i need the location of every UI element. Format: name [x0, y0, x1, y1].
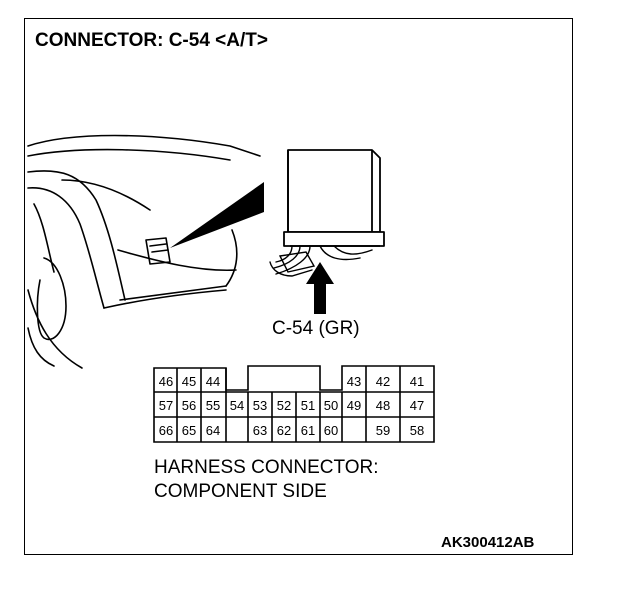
- connector-label: C-54 (GR): [272, 318, 360, 339]
- pin-49: 49: [347, 398, 361, 413]
- pin-64: 64: [206, 423, 220, 438]
- pin-44: 44: [206, 374, 220, 389]
- pin-56: 56: [182, 398, 196, 413]
- pin-51: 51: [301, 398, 315, 413]
- pin-54: 54: [230, 398, 244, 413]
- pin-60: 60: [324, 423, 338, 438]
- pin-46: 46: [159, 374, 173, 389]
- figure-title: CONNECTOR: C-54 <A/T>: [35, 30, 268, 51]
- pin-48: 48: [376, 398, 390, 413]
- pin-66: 66: [159, 423, 173, 438]
- harness-caption: HARNESS CONNECTOR: COMPONENT SIDE: [154, 456, 379, 504]
- pin-65: 65: [182, 423, 196, 438]
- pin-61: 61: [301, 423, 315, 438]
- harness-caption-line2: COMPONENT SIDE: [154, 481, 327, 502]
- pin-42: 42: [376, 374, 390, 389]
- pin-52: 52: [277, 398, 291, 413]
- pin-57: 57: [159, 398, 173, 413]
- pin-59: 59: [376, 423, 390, 438]
- pin-47: 47: [410, 398, 424, 413]
- pin-45: 45: [182, 374, 196, 389]
- pin-53: 53: [253, 398, 267, 413]
- pin-55: 55: [206, 398, 220, 413]
- pin-50: 50: [324, 398, 338, 413]
- harness-caption-line1: HARNESS CONNECTOR:: [154, 457, 379, 478]
- pin-63: 63: [253, 423, 267, 438]
- pin-58: 58: [410, 423, 424, 438]
- pin-41: 41: [410, 374, 424, 389]
- pin-62: 62: [277, 423, 291, 438]
- figure-code: AK300412AB: [441, 534, 535, 551]
- pin-43: 43: [347, 374, 361, 389]
- figure-frame: [24, 18, 573, 555]
